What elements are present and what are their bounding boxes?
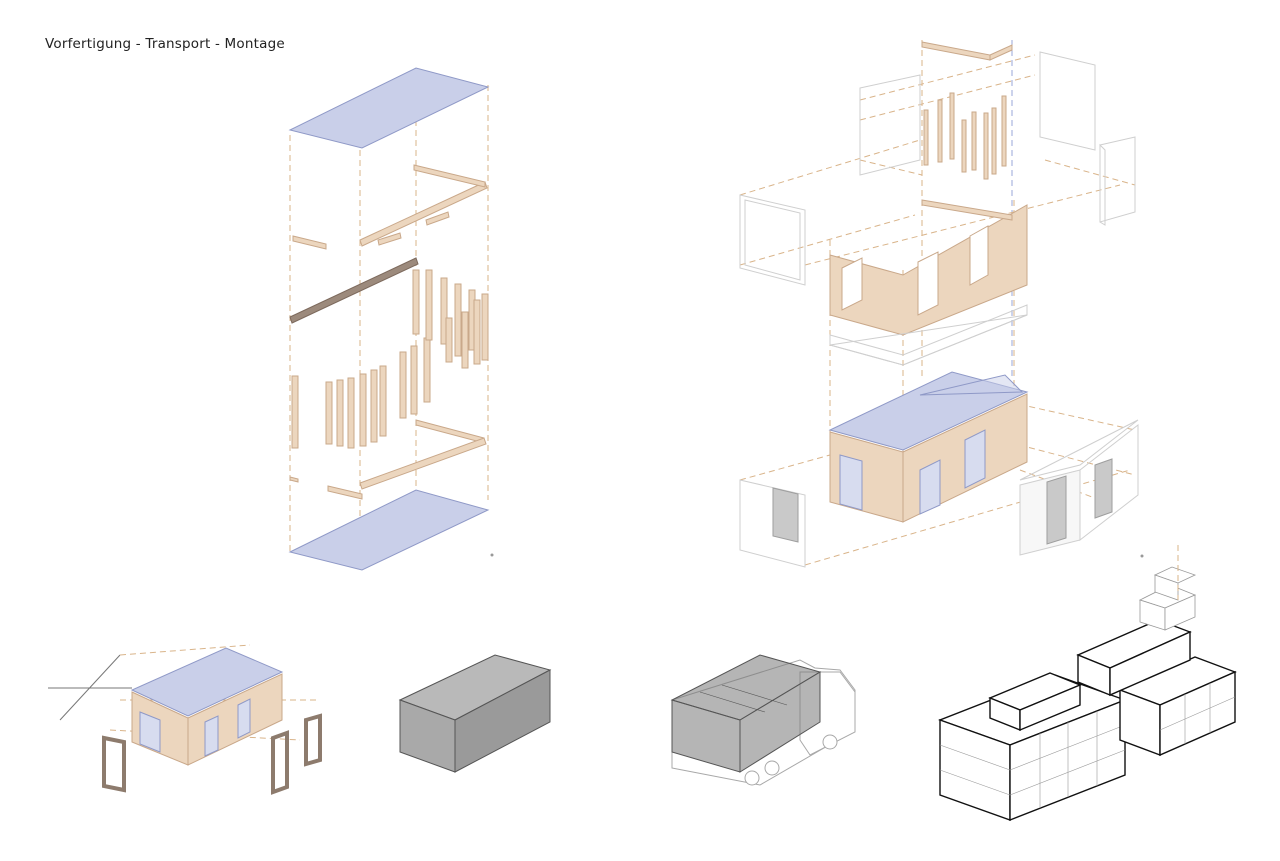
exploded-module-left [288,67,494,571]
floor-slab [288,489,490,571]
stacked-modules [938,545,1237,822]
exploded-assembly-right [739,40,1144,568]
truck [670,654,856,786]
assembled-module [828,371,1029,523]
stud-group-left [291,337,431,449]
page-title: Vorfertigung - Transport - Montage [45,36,285,52]
module-with-frames [48,644,322,795]
grey-box [398,654,552,773]
door-panel [772,487,799,543]
dark-beam [289,257,419,324]
stud-group-right [412,269,489,369]
roof-slab [288,67,490,149]
